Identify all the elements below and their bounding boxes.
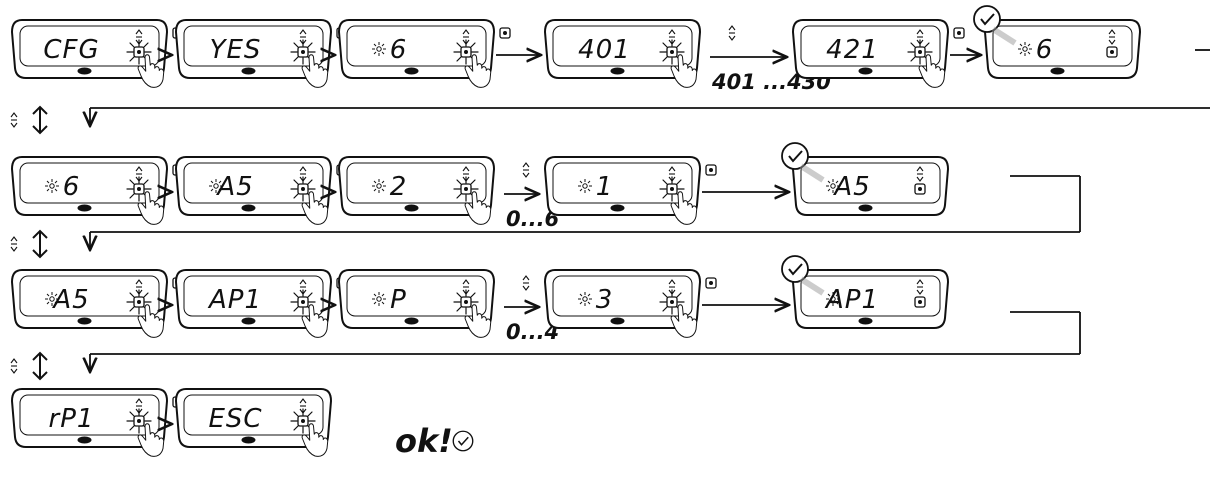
brand-logo xyxy=(78,318,92,325)
brand-logo xyxy=(611,318,625,325)
display-unit: AP1 xyxy=(782,256,948,328)
display-readout: 2 xyxy=(390,172,408,202)
scroll-arrows-icon xyxy=(523,163,529,177)
display-readout: A5 xyxy=(51,285,89,315)
set-button-icon xyxy=(1107,47,1117,57)
scroll-up-down-icon xyxy=(33,107,47,133)
display-unit: CFG xyxy=(12,20,167,87)
display-readout: 3 xyxy=(596,285,614,315)
display-readout: A5 xyxy=(215,172,253,202)
brand-logo xyxy=(405,318,419,325)
display-readout: 6 xyxy=(1036,35,1054,65)
brand-logo xyxy=(611,205,625,212)
display-readout: CFG xyxy=(43,35,99,65)
display-unit: AP1 xyxy=(176,270,331,337)
display-readout: AP1 xyxy=(207,285,262,315)
brand-logo xyxy=(242,437,256,444)
display-readout: ESC xyxy=(208,404,262,434)
set-button-icon xyxy=(134,184,144,194)
set-button-icon xyxy=(667,297,677,307)
display-unit: 1 xyxy=(545,157,700,224)
set-button-icon xyxy=(954,28,964,38)
brand-logo xyxy=(78,205,92,212)
display-readout: 6 xyxy=(390,35,408,65)
set-button-icon xyxy=(461,184,471,194)
set-button-icon xyxy=(298,297,308,307)
scroll-arrows-icon xyxy=(11,237,17,251)
display-unit: rP1 xyxy=(12,389,167,456)
brand-logo xyxy=(611,68,625,75)
display-unit: P xyxy=(339,270,494,337)
display-readout: rP1 xyxy=(49,404,95,434)
set-button-icon xyxy=(915,47,925,57)
scroll-arrows-icon xyxy=(729,26,735,40)
brand-logo xyxy=(405,205,419,212)
display-readout: 421 xyxy=(826,35,879,65)
brand-logo xyxy=(859,68,873,75)
set-button-icon xyxy=(500,28,510,38)
set-button-icon xyxy=(134,47,144,57)
scroll-arrows-icon xyxy=(523,276,529,290)
display-readout: P xyxy=(390,285,407,315)
ok-label: ok! xyxy=(395,422,453,460)
display-readout: AP1 xyxy=(824,285,879,315)
set-button-icon xyxy=(915,184,925,194)
set-button-icon xyxy=(706,165,716,175)
set-button-icon xyxy=(706,278,716,288)
brand-logo xyxy=(405,68,419,75)
display-unit: A5 xyxy=(782,143,948,215)
set-button-icon xyxy=(298,184,308,194)
display-unit: 2 xyxy=(339,157,494,224)
brand-logo xyxy=(242,68,256,75)
brand-logo xyxy=(242,318,256,325)
brand-logo xyxy=(78,437,92,444)
display-readout: 1 xyxy=(596,172,614,202)
display-unit: A5 xyxy=(12,270,167,337)
set-button-icon xyxy=(298,416,308,426)
display-unit: 3 xyxy=(545,270,700,337)
brand-logo xyxy=(1051,68,1065,75)
display-unit: ESC xyxy=(176,389,331,456)
display-unit: YES xyxy=(176,20,331,87)
display-unit: 6 xyxy=(12,157,167,224)
display-unit: A5 xyxy=(176,157,331,224)
ok-check-icon xyxy=(453,431,473,451)
set-button-icon xyxy=(134,416,144,426)
display-unit: 401 xyxy=(545,20,700,87)
set-button-icon xyxy=(667,184,677,194)
scroll-arrows-icon xyxy=(11,359,17,373)
set-button-icon xyxy=(915,297,925,307)
set-button-icon xyxy=(134,297,144,307)
display-readout: 6 xyxy=(63,172,81,202)
brand-logo xyxy=(859,318,873,325)
set-button-icon xyxy=(298,47,308,57)
brand-logo xyxy=(78,68,92,75)
brand-logo xyxy=(242,205,256,212)
scroll-arrows-icon xyxy=(11,113,17,127)
display-readout: 401 xyxy=(578,35,631,65)
scroll-up-down-icon xyxy=(33,353,47,379)
display-readout: A5 xyxy=(832,172,870,202)
display-unit: 6 xyxy=(974,6,1140,78)
display-readout: YES xyxy=(210,35,262,65)
set-button-icon xyxy=(461,297,471,307)
set-button-icon xyxy=(461,47,471,57)
display-unit: 421 xyxy=(793,20,948,87)
scroll-up-down-icon xyxy=(33,231,47,257)
set-button-icon xyxy=(667,47,677,57)
brand-logo xyxy=(859,205,873,212)
display-unit: 6 xyxy=(339,20,494,87)
